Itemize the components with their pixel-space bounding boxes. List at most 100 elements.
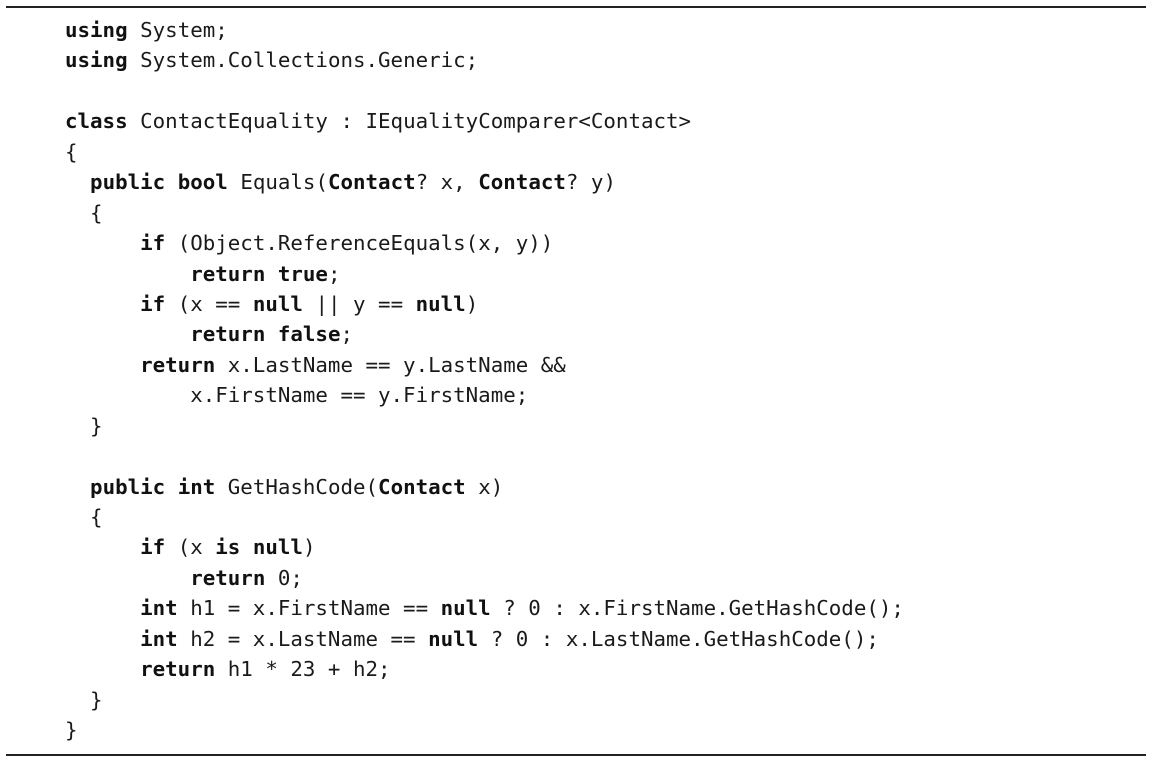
code-keyword: null	[415, 291, 466, 316]
code-text: ;	[327, 261, 341, 286]
code-line: if (Object.ReferenceEquals(x, y))	[65, 228, 904, 258]
code-text: h2 = x.LastName ==	[177, 626, 429, 651]
code-keyword: return	[190, 322, 266, 347]
code-text: x.LastName == y.LastName &&	[215, 352, 566, 377]
code-line: int h2 = x.LastName == null ? 0 : x.Last…	[65, 624, 904, 654]
code-line: return true;	[65, 259, 904, 289]
code-keyword: null	[428, 626, 479, 651]
code-keyword: null	[440, 596, 491, 621]
code-text	[265, 262, 278, 286]
code-line: return false;	[65, 319, 904, 349]
code-keyword: Contact	[378, 474, 466, 499]
code-keyword: public	[90, 474, 166, 499]
code-text: x)	[465, 474, 504, 499]
code-text: (x	[165, 535, 216, 560]
code-text	[65, 475, 90, 499]
code-text: h1 * 23 + h2;	[215, 657, 391, 682]
code-keyword: return	[140, 352, 216, 377]
code-keyword: int	[177, 474, 216, 499]
code-text: ? 0 : x.FirstName.GetHashCode();	[490, 596, 904, 621]
code-line: using System.Collections.Generic;	[65, 45, 904, 75]
code-keyword: return	[190, 261, 266, 286]
code-keyword: is	[215, 535, 241, 560]
code-text: System;	[127, 18, 228, 42]
code-text	[165, 170, 178, 194]
code-text: GetHashCode(	[215, 474, 379, 499]
code-text: (x ==	[165, 291, 253, 316]
code-line: {	[65, 502, 904, 532]
code-text	[265, 322, 278, 346]
code-text	[65, 231, 140, 255]
code-line: {	[65, 198, 904, 228]
code-keyword: false	[277, 322, 341, 347]
code-line: using System;	[65, 15, 904, 45]
code-text	[65, 322, 190, 346]
code-text	[65, 657, 140, 681]
code-line: return h1 * 23 + h2;	[65, 654, 904, 684]
code-keyword: if	[140, 535, 166, 560]
code-line: if (x == null || y == null)	[65, 289, 904, 319]
code-text	[65, 353, 140, 377]
bottom-rule	[6, 754, 1146, 756]
code-line: int h1 = x.FirstName == null ? 0 : x.Fir…	[65, 593, 904, 623]
code-line: return 0;	[65, 563, 904, 593]
code-keyword: if	[140, 291, 166, 316]
code-line: }	[65, 685, 904, 715]
code-text: || y ==	[302, 291, 416, 316]
code-keyword: Contact	[327, 170, 416, 195]
code-text	[65, 596, 140, 620]
code-text	[65, 535, 140, 559]
code-text	[65, 170, 90, 194]
code-text: x.FirstName == y.FirstName;	[65, 383, 529, 408]
code-text	[165, 475, 178, 499]
code-keyword: return	[190, 565, 266, 590]
code-text: }	[65, 687, 103, 712]
code-text	[240, 535, 253, 559]
code-keyword: true	[277, 261, 328, 286]
code-keyword: return	[140, 657, 216, 682]
code-text: )	[465, 291, 479, 316]
code-line	[65, 76, 904, 106]
code-text	[65, 292, 140, 316]
code-text	[65, 627, 140, 651]
code-keyword: int	[140, 626, 178, 651]
code-text: ? x,	[415, 170, 479, 195]
code-keyword: null	[252, 291, 303, 316]
code-line: {	[65, 137, 904, 167]
code-text: ? 0 : x.LastName.GetHashCode();	[478, 626, 879, 651]
code-text: ;	[340, 322, 354, 347]
code-text: ? y)	[565, 170, 616, 195]
code-text: {	[65, 200, 103, 225]
code-text: )	[302, 535, 316, 560]
code-keyword: using	[65, 18, 128, 42]
code-text: }	[65, 413, 103, 438]
code-line: return x.LastName == y.LastName &&	[65, 350, 904, 380]
code-keyword: using	[65, 48, 128, 73]
code-line: class ContactEquality : IEqualityCompare…	[65, 106, 904, 136]
code-text: ContactEquality : IEqualityComparer<Cont…	[127, 109, 692, 134]
code-line	[65, 441, 904, 471]
code-keyword: Contact	[478, 170, 566, 195]
code-line: }	[65, 411, 904, 441]
code-text: Equals(	[227, 170, 328, 195]
code-listing: using System;using System.Collections.Ge…	[65, 15, 904, 746]
code-line: public int GetHashCode(Contact x)	[65, 472, 904, 502]
code-line: }	[65, 715, 904, 745]
code-keyword: class	[65, 109, 128, 134]
code-keyword: bool	[177, 170, 228, 195]
code-text: {	[65, 505, 103, 529]
code-text: h1 = x.FirstName ==	[177, 596, 441, 621]
code-text: (Object.ReferenceEquals(x, y))	[165, 231, 554, 256]
code-keyword: null	[252, 535, 303, 560]
code-text: {	[65, 139, 78, 164]
code-keyword: int	[140, 596, 178, 621]
code-text	[65, 566, 190, 590]
code-text: 0;	[265, 565, 303, 590]
code-keyword: if	[140, 231, 166, 256]
code-text: System.Collections.Generic;	[127, 48, 479, 73]
code-line: if (x is null)	[65, 532, 904, 562]
code-line: x.FirstName == y.FirstName;	[65, 380, 904, 410]
code-keyword: public	[90, 170, 166, 195]
code-text: }	[65, 718, 78, 743]
code-line: public bool Equals(Contact? x, Contact? …	[65, 167, 904, 197]
